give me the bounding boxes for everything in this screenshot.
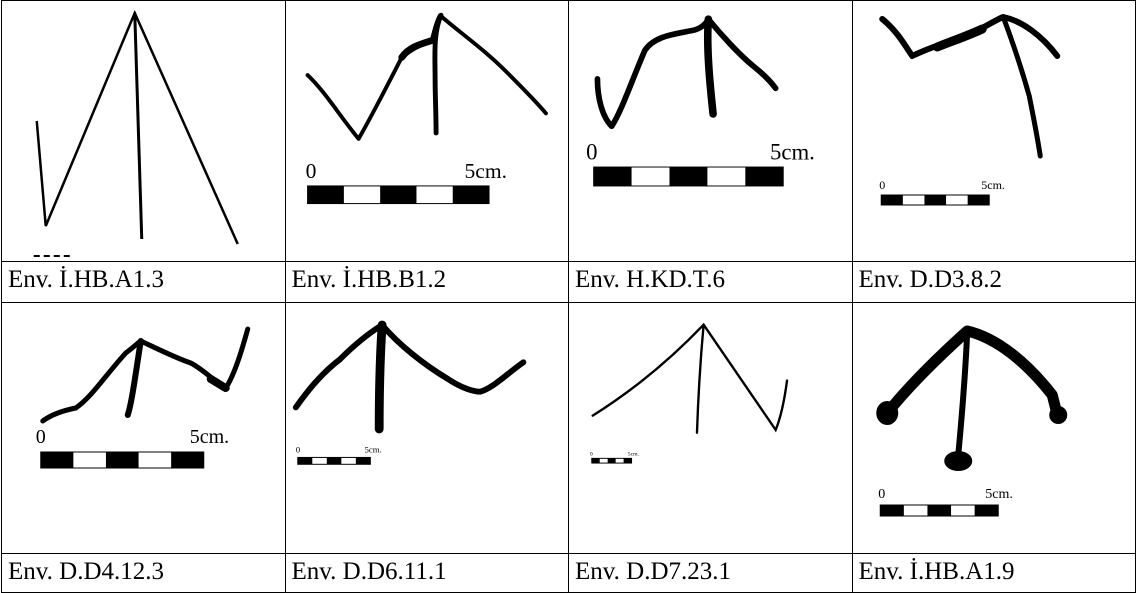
figure-caption: Env. D.D4.12.3	[8, 558, 165, 585]
figure-cell: 0 5cm.	[568, 302, 853, 554]
figure-caption: Env. H.KD.T.6	[575, 266, 725, 293]
figure-caption-cell: Env. D.D6.11.1	[284, 553, 569, 593]
figure-caption: Env. D.D3.8.2	[858, 266, 1003, 293]
scale-bar: 0 5cm.	[879, 178, 1005, 206]
figure-caption-cell: Env. İ.HB.A1.3	[1, 261, 286, 303]
figure-cell: 0 5cm.	[851, 302, 1136, 554]
scale-end-label: 5cm.	[981, 178, 1005, 192]
figure-caption-cell: Env. D.D3.8.2	[851, 261, 1136, 303]
figure-caption-cell: Env. H.KD.T.6	[568, 261, 853, 303]
scale-end-label: 5cm.	[364, 445, 381, 455]
mark-drawing: 0 5cm.	[875, 325, 1067, 517]
scale-end-label: 5cm.	[770, 139, 815, 164]
scale-end-label: 5cm.	[190, 426, 229, 448]
scale-bar: 0 5cm.	[590, 451, 640, 464]
scale-end-label: 5cm.	[464, 159, 507, 183]
mark-drawing: 0 5cm.	[292, 320, 526, 465]
scale-start-label: 0	[879, 178, 885, 192]
figure-caption: Env. İ.HB.B1.2	[291, 266, 447, 293]
figure-caption: Env. İ.HB.A1.3	[8, 266, 165, 293]
figure-caption: Env. D.D7.23.1	[575, 558, 732, 585]
figure-caption-cell: Env. D.D4.12.3	[1, 553, 286, 593]
mark-drawing: 0 5cm.	[590, 322, 789, 464]
figure-cell	[1, 0, 286, 262]
figure-caption: Env. İ.HB.A1.9	[858, 558, 1015, 585]
scale-bar: 0 5cm.	[36, 426, 229, 469]
scale-end-label: 5cm.	[628, 451, 640, 457]
figure-cell: 0 5cm.	[1, 302, 286, 554]
figure-caption: Env. D.D6.11.1	[291, 558, 447, 585]
figure-caption-cell: Env. D.D7.23.1	[568, 553, 853, 593]
scale-start-label: 0	[878, 487, 885, 502]
scale-start-label: 0	[295, 445, 300, 455]
scale-start-label: 0	[590, 451, 593, 457]
mark-drawing	[33, 9, 239, 257]
figure-cell: 0 5cm.	[568, 0, 853, 262]
mark-drawing: 0 5cm.	[586, 15, 815, 187]
scale-bar: 0 5cm.	[586, 139, 815, 187]
figure-cell: 0 5cm.	[284, 302, 569, 554]
scale-bar: 0 5cm.	[305, 159, 507, 205]
mark-drawing: 0 5cm.	[305, 12, 548, 205]
figure-caption-cell: Env. İ.HB.B1.2	[284, 261, 569, 303]
scale-bar: 0 5cm.	[878, 487, 1013, 517]
figure-cell: 0 5cm.	[284, 0, 569, 262]
figure-cell: 0 5cm.	[851, 0, 1136, 262]
scale-start-label: 0	[586, 139, 597, 164]
figure-caption-cell: Env. İ.HB.A1.9	[851, 553, 1136, 593]
scale-start-label: 0	[305, 159, 316, 183]
mark-drawing: 0 5cm.	[36, 326, 251, 469]
mark-drawing: 0 5cm.	[878, 14, 1060, 206]
scale-bar: 0 5cm.	[295, 445, 381, 465]
scale-end-label: 5cm.	[985, 487, 1013, 502]
scale-start-label: 0	[36, 426, 46, 448]
